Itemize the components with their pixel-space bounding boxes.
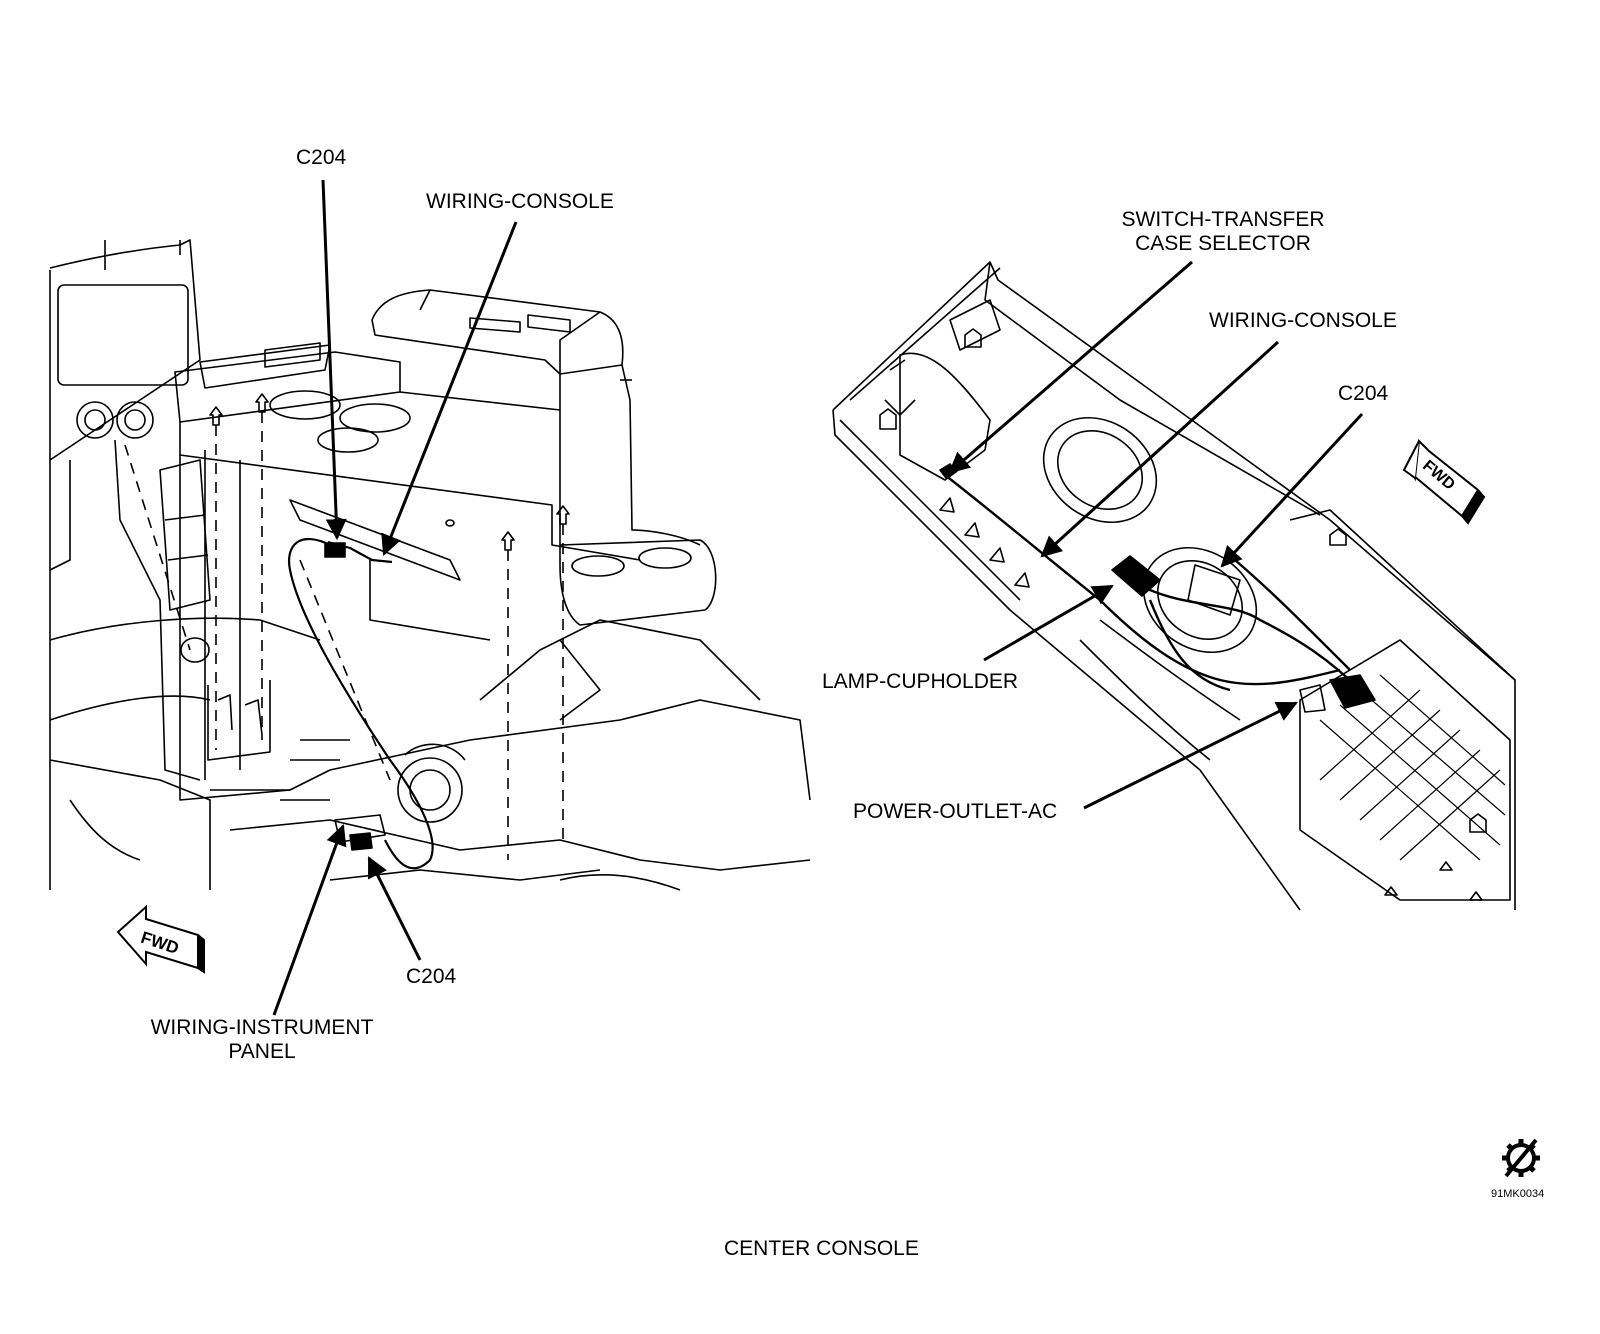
right-leader-arrows: [948, 260, 1364, 810]
label-switch-transfer-line2: CASE SELECTOR: [1135, 232, 1311, 255]
figure-id: 91MK0034: [1491, 1188, 1545, 1200]
right-fwd-arrow-icon: [1402, 438, 1486, 525]
label-c204-bottom: C204: [406, 965, 457, 988]
label-wiring-console-left: WIRING-CONSOLE: [426, 190, 614, 213]
label-wiring-console-right: WIRING-CONSOLE: [1209, 309, 1397, 332]
gear-slash-icon: [1502, 1138, 1540, 1178]
left-console-illustration: [49, 239, 811, 891]
label-c204-right: C204: [1338, 382, 1389, 405]
label-power-outlet-ac: POWER-OUTLET-AC: [853, 800, 1058, 823]
label-c204-top: C204: [296, 146, 347, 169]
label-lamp-cupholder: LAMP-CUPHOLDER: [822, 670, 1019, 693]
page-title: CENTER CONSOLE: [724, 1237, 919, 1260]
left-fwd-arrow-icon: [116, 904, 205, 974]
label-wiring-instrument-line2: PANEL: [228, 1040, 296, 1063]
label-switch-transfer-case-selector: SWITCH-TRANSFER CASE SELECTOR: [1100, 208, 1346, 256]
left-leader-arrows: [272, 179, 518, 1016]
label-switch-transfer-line1: SWITCH-TRANSFER: [1121, 208, 1325, 231]
label-wiring-instrument-line1: WIRING-INSTRUMENT: [150, 1016, 374, 1039]
right-console-illustration: [832, 261, 1516, 911]
label-wiring-instrument-panel: WIRING-INSTRUMENT PANEL: [130, 1016, 394, 1064]
